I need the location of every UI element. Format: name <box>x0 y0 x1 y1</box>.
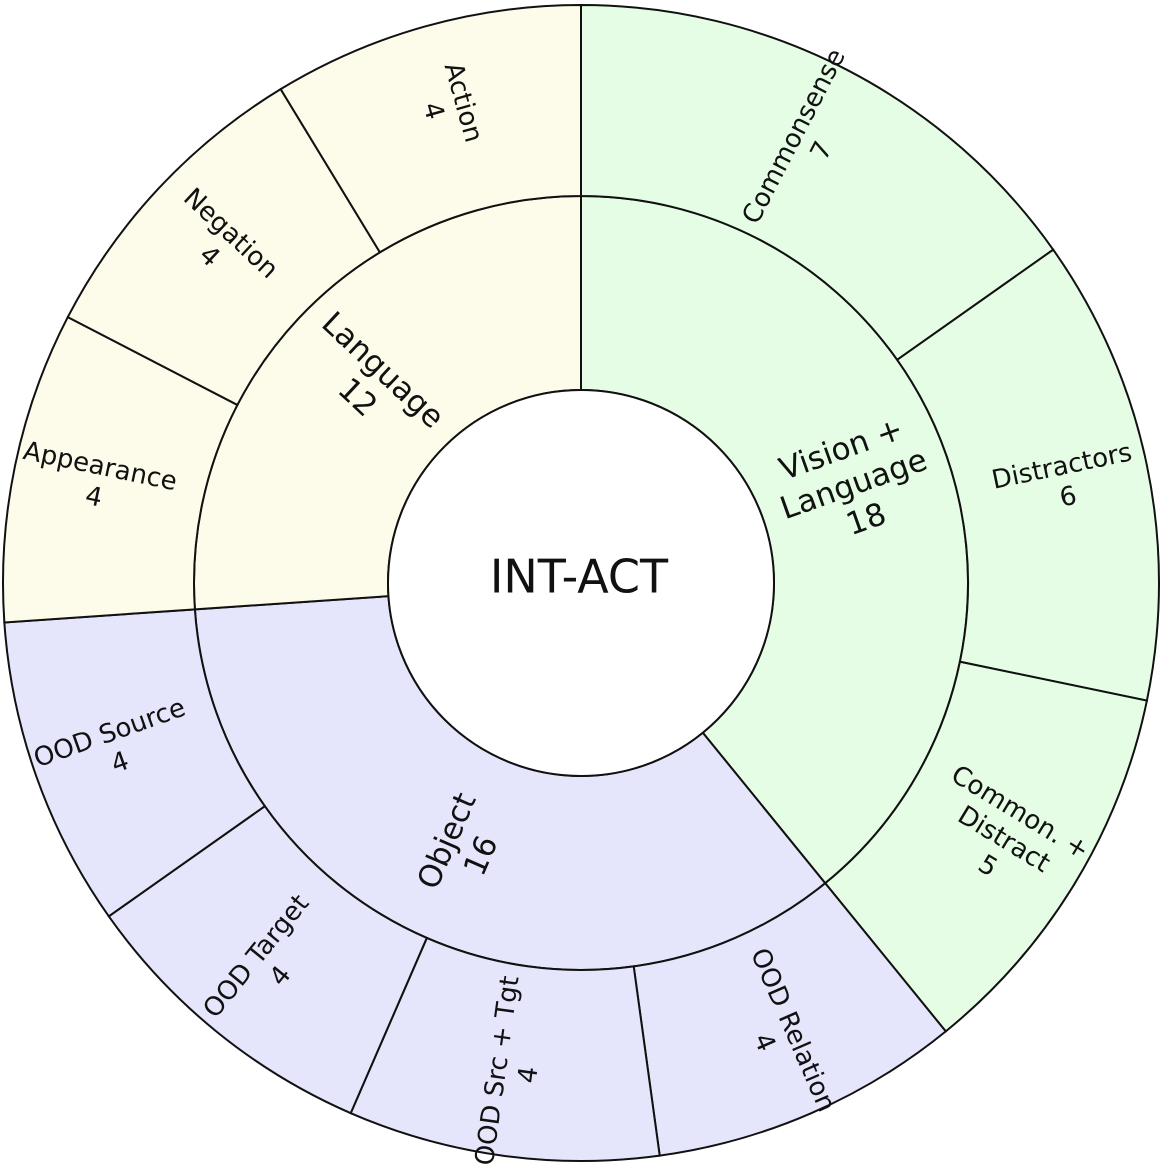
chart-segments <box>2 3 1160 1163</box>
segment-label-ood-src-tgt-value: 4 <box>513 1065 545 1085</box>
segment-label-distractors-value: 6 <box>1057 481 1079 514</box>
segment-label-appearance-value: 4 <box>83 481 105 514</box>
segment-action <box>279 3 582 254</box>
segment-commonsense <box>580 3 1055 362</box>
center-label: INT-ACT <box>490 550 669 604</box>
center-circle <box>387 389 775 777</box>
